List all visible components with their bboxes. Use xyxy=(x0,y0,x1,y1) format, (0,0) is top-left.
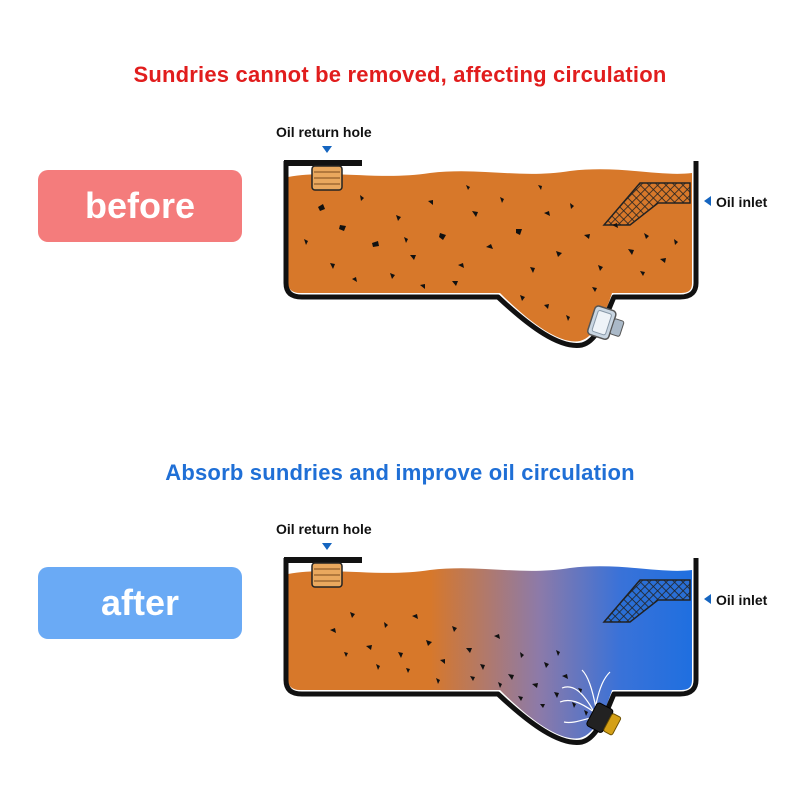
before-badge: before xyxy=(38,170,242,242)
magnet-plug-icon xyxy=(586,702,622,736)
oil-return-hole-label: Oil return hole xyxy=(276,521,372,537)
down-arrow-icon xyxy=(322,146,332,153)
after-badge: after xyxy=(38,567,242,639)
after-oil-pan-diagram xyxy=(283,557,699,745)
mesh-filter-icon xyxy=(602,579,691,623)
sundries-particles xyxy=(304,185,678,321)
sundries-particles xyxy=(330,612,588,716)
left-arrow-icon xyxy=(704,594,711,604)
dirty-oil xyxy=(288,169,692,342)
before-oil-pan-diagram xyxy=(283,160,699,348)
oil-return-hole-label: Oil return hole xyxy=(276,124,372,140)
oil-pan-outline xyxy=(283,161,699,348)
circulating-oil xyxy=(288,566,692,739)
oil-inlet-label: Oil inlet xyxy=(716,592,768,608)
after-heading: Absorb sundries and improve oil circulat… xyxy=(165,460,635,485)
mesh-filter-icon xyxy=(602,182,691,226)
drain-plug-icon xyxy=(587,305,625,341)
oil-pan-outline xyxy=(283,558,699,745)
down-arrow-icon xyxy=(322,543,332,550)
left-arrow-icon xyxy=(704,196,711,206)
before-heading: Sundries cannot be removed, affecting ci… xyxy=(133,62,667,87)
oil-inlet-label: Oil inlet xyxy=(716,194,768,210)
